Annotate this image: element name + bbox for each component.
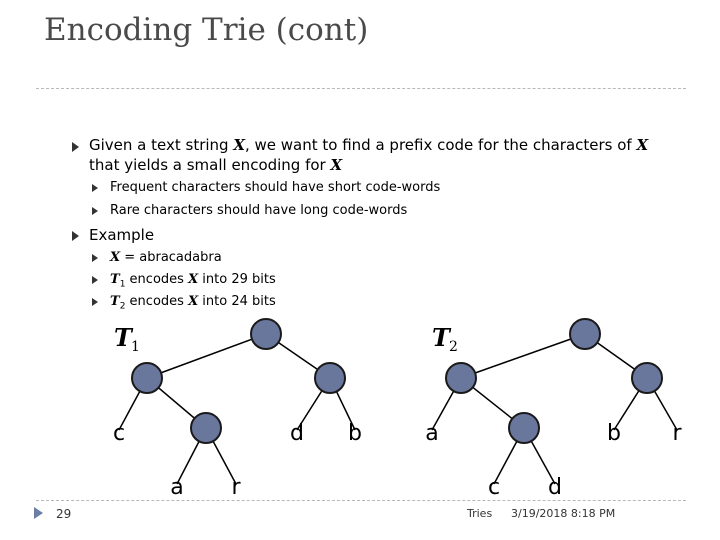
trie-node bbox=[250, 318, 282, 350]
trie-node bbox=[631, 362, 663, 394]
footer-datetime: 3/19/2018 8:18 PM bbox=[511, 507, 616, 520]
trie-leaf: r bbox=[231, 475, 241, 500]
slide-marker-icon bbox=[34, 507, 43, 519]
trie-t2-label: T bbox=[432, 323, 452, 352]
bullet-example: Example bbox=[89, 226, 155, 244]
example-t2-bits: T2 encodes X into 24 bits bbox=[110, 293, 276, 316]
trie-edge bbox=[460, 333, 586, 379]
text-segment: into 29 bits bbox=[198, 272, 276, 287]
sub-bullet-arrow-icon bbox=[92, 276, 98, 284]
title-divider bbox=[36, 88, 686, 89]
var-t: T bbox=[110, 294, 120, 309]
trie-edge bbox=[146, 333, 267, 379]
slide-number: 29 bbox=[56, 507, 72, 521]
trie-node bbox=[508, 412, 540, 444]
trie-node bbox=[445, 362, 477, 394]
sub-bullet-arrow-icon bbox=[92, 207, 98, 215]
var-x: X bbox=[233, 136, 245, 154]
var-x: X bbox=[636, 136, 649, 154]
footer-topic: Tries bbox=[467, 507, 493, 520]
text-segment: Given a text string bbox=[89, 136, 234, 154]
bullet-arrow-icon bbox=[72, 142, 79, 152]
var-x: X bbox=[188, 272, 199, 287]
sub-bullet-arrow-icon bbox=[92, 298, 98, 306]
trie-t2: T 2 a b r c d bbox=[425, 318, 682, 500]
trie-leaf: c bbox=[113, 421, 125, 446]
trie-leaf: b bbox=[607, 421, 621, 446]
trie-node bbox=[314, 362, 346, 394]
trie-t1: T 1 c d b a r bbox=[113, 318, 362, 500]
trie-leaf: b bbox=[348, 421, 362, 446]
trie-t1-label: T bbox=[114, 323, 134, 352]
trie-t2-label-sub: 2 bbox=[449, 339, 458, 355]
sub-bullet-arrow-icon bbox=[92, 184, 98, 192]
var-x: X bbox=[330, 156, 343, 174]
bullet-problem-line2: that yields a small encoding for X bbox=[89, 156, 342, 175]
var-x: X bbox=[110, 250, 121, 265]
bullet-problem-line1: Given a text string X, we want to find a… bbox=[89, 136, 648, 155]
sub-bullet-rare: Rare characters should have long code-wo… bbox=[110, 203, 408, 218]
text-segment: encodes bbox=[125, 294, 189, 309]
trie-leaf: a bbox=[425, 421, 438, 446]
text-segment: , we want to find a prefix code for the … bbox=[244, 136, 637, 154]
var-x: X bbox=[188, 294, 199, 309]
trie-node bbox=[190, 412, 222, 444]
sub-bullet-arrow-icon bbox=[92, 254, 98, 262]
trie-leaf: r bbox=[672, 421, 682, 446]
example-string: X = abracadabra bbox=[110, 249, 222, 266]
trie-leaf: d bbox=[548, 475, 562, 500]
trie-leaf: a bbox=[170, 475, 183, 500]
slide-title: Encoding Trie (cont) bbox=[44, 12, 369, 48]
trie-leaf: d bbox=[290, 421, 304, 446]
text-segment: into 24 bits bbox=[198, 294, 276, 309]
sub-bullet-frequent: Frequent characters should have short co… bbox=[110, 180, 441, 195]
bullet-arrow-icon bbox=[72, 231, 79, 241]
var-t: T bbox=[110, 272, 120, 287]
text-segment: encodes bbox=[125, 272, 189, 287]
trie-node bbox=[131, 362, 163, 394]
trie-node bbox=[569, 318, 601, 350]
subscript: 2 bbox=[119, 301, 126, 312]
footer-divider bbox=[36, 500, 686, 501]
text-segment: that yields a small encoding for bbox=[89, 156, 331, 174]
text-segment: = abracadabra bbox=[120, 250, 222, 265]
trie-t1-label-sub: 1 bbox=[131, 339, 140, 355]
example-t1-bits: T1 encodes X into 29 bits bbox=[110, 271, 276, 294]
subscript: 1 bbox=[119, 279, 126, 290]
trie-leaf: c bbox=[488, 475, 500, 500]
